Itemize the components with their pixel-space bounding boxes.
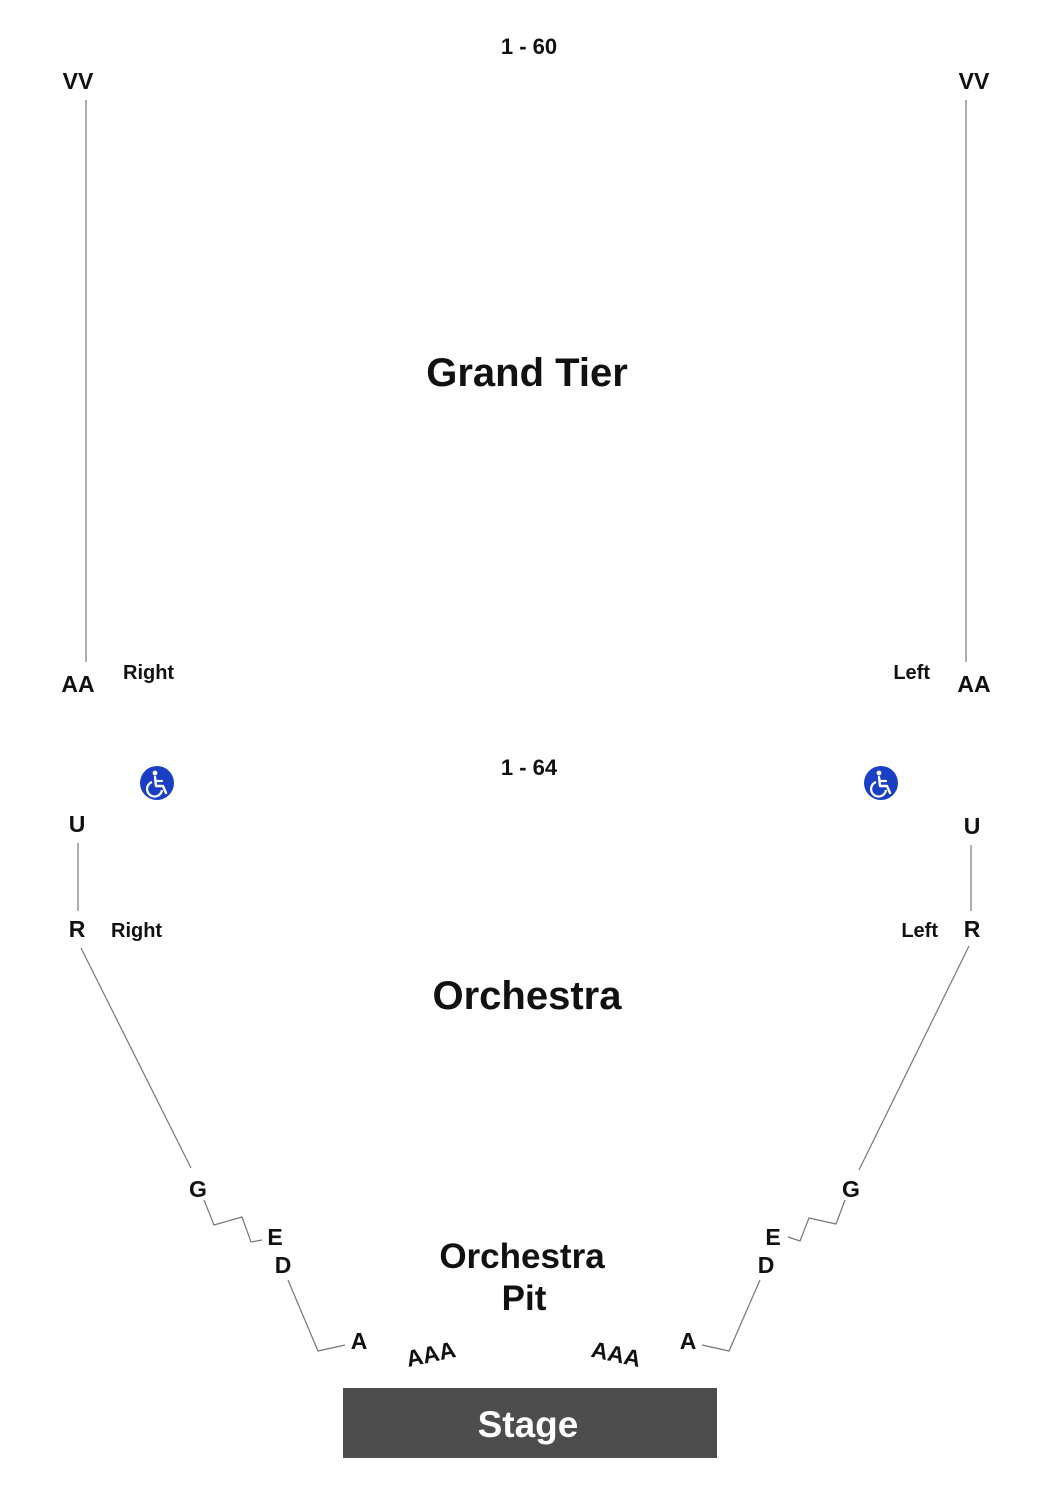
orchestra-left-row-lower: G [189, 1176, 207, 1202]
grand-tier-left-row-top: VV [63, 68, 94, 94]
pit-right-row-d: D [758, 1252, 775, 1278]
grand-tier-section[interactable]: 1 - 60 VV AA Right VV AA Left Grand Tier [61, 34, 990, 697]
orchestra-right-row-lower: G [842, 1176, 860, 1202]
pit-right-row-a: A [680, 1328, 697, 1354]
orchestra-seat-range: 1 - 64 [501, 755, 558, 780]
orchestra-pit-section[interactable]: E D A AAA E D A AAA Orchestra Pit [203, 1199, 846, 1372]
pit-right-stair-guide [787, 1199, 846, 1242]
grand-tier-left-row-bottom: AA [61, 671, 94, 697]
pit-right-lower-guide [701, 1279, 761, 1352]
pit-left-row-a: A [351, 1328, 368, 1354]
stage: Stage [343, 1388, 717, 1458]
stage-label: Stage [478, 1404, 579, 1445]
pit-left-row-aaa: AAA [404, 1336, 458, 1372]
orchestra-left-row-mid: R [69, 916, 86, 942]
orchestra-right-row-mid: R [964, 916, 981, 942]
pit-right-row-e: E [765, 1224, 780, 1250]
orchestra-right-side-label: Left [901, 920, 938, 942]
pit-left-stair-guide [203, 1199, 263, 1243]
orchestra-left-row-top: U [69, 811, 86, 837]
grand-tier-right-row-bottom: AA [957, 671, 990, 697]
pit-left-row-e: E [267, 1224, 282, 1250]
orchestra-left-diagonal-guide [80, 947, 192, 1169]
grand-tier-seat-range: 1 - 60 [501, 34, 557, 59]
wheelchair-icon [140, 766, 174, 800]
grand-tier-title: Grand Tier [426, 351, 628, 395]
wheelchair-icon [864, 766, 898, 800]
orchestra-left-side-label: Right [111, 920, 162, 942]
stage-block [343, 1388, 717, 1458]
orchestra-right-diagonal-guide [858, 945, 970, 1171]
grand-tier-left-side-label: Right [123, 662, 174, 684]
pit-left-row-d: D [275, 1252, 292, 1278]
pit-left-lower-guide [287, 1279, 346, 1352]
orchestra-title: Orchestra [433, 974, 623, 1018]
orchestra-right-row-top: U [964, 813, 981, 839]
pit-right-row-aaa: AAA [589, 1336, 643, 1372]
grand-tier-right-side-label: Left [893, 662, 930, 684]
orchestra-pit-title-line1: Orchestra [439, 1237, 605, 1276]
orchestra-section[interactable]: 1 - 64 U R Right G U R Left G Orche [69, 755, 981, 1202]
orchestra-pit-title-line2: Pit [502, 1279, 547, 1318]
grand-tier-right-row-top: VV [959, 68, 990, 94]
